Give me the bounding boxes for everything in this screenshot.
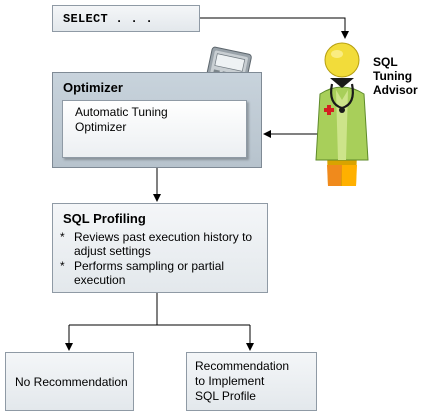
optimizer-box: Optimizer Automatic Tuning Optimizer (52, 72, 262, 168)
arrow-select-to-advisor (200, 17, 349, 39)
sql-tuning-advisor-label: SQL Tuning Advisor (373, 55, 438, 97)
sql-profiling-box: SQL Profiling * Reviews past execution h… (52, 203, 268, 293)
no-recommendation-text: No Recommendation (15, 375, 128, 389)
automatic-tuning-optimizer-box: Automatic Tuning Optimizer (62, 100, 247, 158)
sql-statement-text: SELECT . . . (63, 12, 154, 26)
bullet-text: Reviews past execution history to adjust… (74, 230, 253, 258)
profiling-bullet: * Reviews past execution history to adju… (60, 230, 260, 258)
no-recommendation-box: No Recommendation (5, 352, 134, 411)
recommendation-line2: to Implement (195, 374, 265, 388)
automatic-tuning-line2: Optimizer (75, 120, 127, 134)
recommendation-box: Recommendation to Implement SQL Profile (186, 352, 317, 411)
profiling-bullet: * Performs sampling or partial execution (60, 259, 260, 287)
bullet-text: Performs sampling or partial execution (74, 259, 225, 287)
recommendation-line1: Recommendation (195, 359, 290, 373)
optimizer-title: Optimizer (63, 80, 123, 95)
advisor-label-line1: SQL Tuning (373, 55, 413, 83)
bullet-star: * (60, 230, 65, 244)
sql-profiling-title: SQL Profiling (63, 211, 146, 226)
doctor-icon (315, 42, 369, 186)
advisor-label-line2: Advisor (373, 83, 418, 97)
sql-statement-box: SELECT . . . (52, 5, 200, 32)
recommendation-line3: SQL Profile (195, 389, 256, 403)
automatic-tuning-line1: Automatic Tuning (75, 105, 168, 119)
bullet-star: * (60, 259, 65, 273)
